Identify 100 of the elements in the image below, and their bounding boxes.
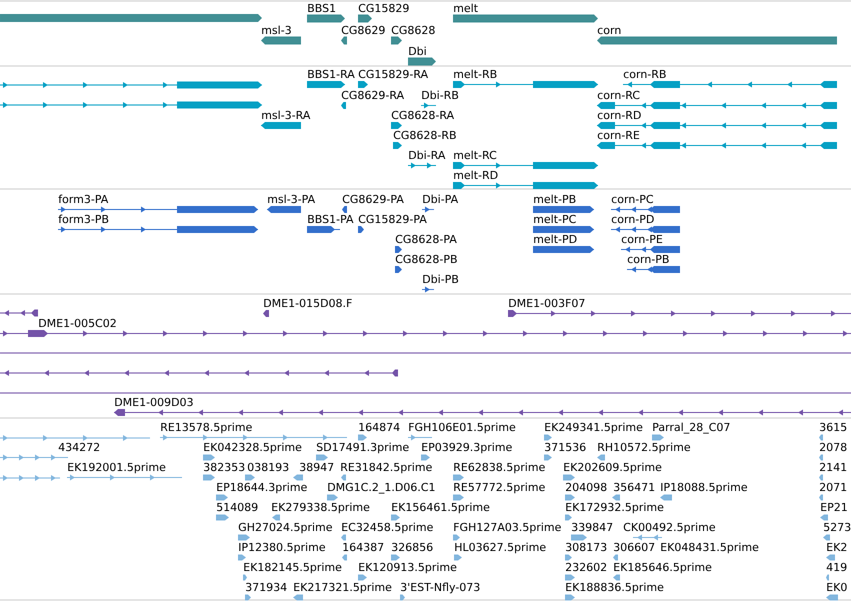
- feature-label: CG8628-PB: [396, 254, 457, 264]
- feature-label: 2078: [820, 442, 846, 452]
- feature-label: 38947: [300, 462, 334, 472]
- feature-label: msl-3-RA: [262, 110, 310, 120]
- feature-label: 308173: [566, 542, 606, 552]
- feature-label: Dbi-RB: [422, 90, 458, 100]
- feature-label: 306607: [614, 542, 654, 552]
- feature-label: CG8628-RA: [392, 110, 454, 120]
- feature-label: DME1-003F07: [509, 298, 584, 308]
- feature-label: CG8629-PA: [342, 194, 404, 204]
- feature-label: Dbi-RA: [409, 150, 446, 160]
- feature-label: Dbi-PA: [423, 194, 458, 204]
- feature-label: EP03929.3prime: [422, 442, 512, 454]
- feature-label: FGH127A03.5prime: [454, 522, 561, 534]
- feature-label: DME1-005C02: [39, 318, 116, 328]
- feature-label: 419: [826, 562, 846, 572]
- feature-label: 371934: [246, 582, 287, 592]
- feature-label: EK185646.5prime: [614, 562, 712, 574]
- feature-label: 164874: [359, 422, 400, 432]
- feature-label: CG8629-RA: [342, 90, 404, 100]
- feature-label: 371536: [545, 442, 586, 452]
- feature-label: RE57772.5prime: [454, 482, 545, 494]
- feature-label: EK188836.5prime: [566, 582, 664, 594]
- feature-label: RE62838.5prime: [454, 462, 545, 474]
- feature-label: RE31842.5prime: [341, 462, 432, 474]
- feature-label: DMG1C.2_1.D06.C1: [328, 482, 434, 494]
- feature-label: RH10572.5prime: [598, 442, 690, 454]
- feature-label: EK249341.5prime: [545, 422, 642, 434]
- feature-label: 356471: [614, 482, 654, 492]
- feature-label: Dbi: [409, 46, 426, 56]
- feature-label: 164387: [343, 542, 384, 552]
- feature-label: 204098: [566, 482, 606, 492]
- feature-label: melt-PC: [534, 214, 576, 224]
- feature-label: corn: [598, 28, 620, 34]
- feature-label: 2071: [820, 482, 846, 492]
- feature-label: EK156461.5prime: [392, 502, 490, 514]
- feature-label: EK0: [827, 582, 847, 592]
- feature-label: form3-PB: [58, 214, 108, 224]
- feature-label: CG8629: [342, 26, 385, 34]
- feature-label: EK202609.5prime: [564, 462, 662, 474]
- feature-label: CG8628: [392, 26, 435, 34]
- feature-label: CG8628-RB: [394, 130, 456, 140]
- feature-label: form3-PA: [58, 194, 108, 204]
- feature-label: EK172932.5prime: [566, 502, 664, 514]
- feature-label: EK120913.5prime: [359, 562, 456, 574]
- feature-label: EP21: [821, 502, 847, 511]
- feature-label: melt-PD: [534, 234, 576, 244]
- feature-label: Dbi-PB: [423, 274, 458, 284]
- feature-label: CG15829-RA: [358, 70, 428, 78]
- feature-label: melt-RD: [454, 170, 498, 180]
- feature-label: 2141: [820, 462, 846, 471]
- feature-label: BBS1-RA: [308, 70, 355, 78]
- feature-label: melt-PB: [534, 194, 576, 204]
- feature-label: BBS1-PA: [308, 214, 354, 224]
- feature-label: EK182145.5prime: [244, 562, 342, 574]
- feature-label: corn-PD: [612, 214, 654, 224]
- feature-label: corn-RC: [598, 90, 640, 100]
- feature-label: EK042328.5prime: [204, 442, 302, 454]
- feature-label: corn-RE: [598, 130, 640, 140]
- feature-label: 514089: [217, 502, 258, 512]
- feature-label: 339847: [572, 522, 612, 532]
- feature-label: CG15829: [358, 4, 409, 12]
- feature-label: 232602: [566, 562, 606, 572]
- feature-label: 382353: [204, 462, 244, 472]
- feature-label: EK279338.5prime: [272, 502, 370, 514]
- feature-label: melt-RC: [454, 150, 496, 160]
- feature-label: CG15829-PA: [358, 214, 427, 224]
- feature-label: GH27024.5prime: [238, 522, 332, 534]
- feature-label: 5273: [824, 522, 850, 532]
- feature-label: DME1-015D08.F: [264, 298, 352, 308]
- feature-label: 3'EST-Nfly-073: [401, 582, 480, 594]
- feature-label: corn-RD: [598, 110, 641, 120]
- feature-label: BBS1: [308, 4, 336, 12]
- feature-label: corn-PE: [622, 234, 662, 244]
- feature-label: CG8628-PA: [396, 234, 457, 244]
- feature-label: Parral_28_C07: [653, 422, 730, 434]
- feature-label: melt-RB: [454, 70, 496, 78]
- feature-label: EK192001.5prime: [68, 462, 166, 474]
- feature-label: 434272: [58, 442, 100, 452]
- feature-label: FGH106E01.5prime: [409, 422, 516, 434]
- feature-label: SD17491.3prime: [316, 442, 409, 454]
- feature-label: EK048431.5prime: [661, 542, 758, 554]
- feature-label: EK2: [827, 542, 846, 551]
- feature-label: EP18644.3prime: [217, 482, 307, 494]
- feature-label: CK00492.5prime: [624, 522, 716, 534]
- feature-label: IP12380.5prime: [239, 542, 326, 554]
- feature-label: 038193: [248, 462, 288, 472]
- feature-label: msl-3: [262, 26, 291, 34]
- feature-label: DME1-009D03: [115, 398, 193, 406]
- feature-label: 326856: [392, 542, 432, 552]
- feature-label: melt: [454, 4, 478, 12]
- feature-label: RE13578.5prime: [161, 422, 252, 434]
- feature-label: EK217321.5prime: [294, 582, 392, 594]
- feature-label: corn-RB: [624, 70, 666, 78]
- feature-label: HL03627.5prime: [455, 542, 546, 554]
- feature-label: EC32458.5prime: [342, 522, 433, 534]
- feature-label: msl-3-PA: [268, 194, 316, 204]
- feature-label: corn-PC: [612, 194, 653, 204]
- feature-label: IP18088.5prime: [661, 482, 747, 494]
- feature-label: 3615: [820, 422, 846, 432]
